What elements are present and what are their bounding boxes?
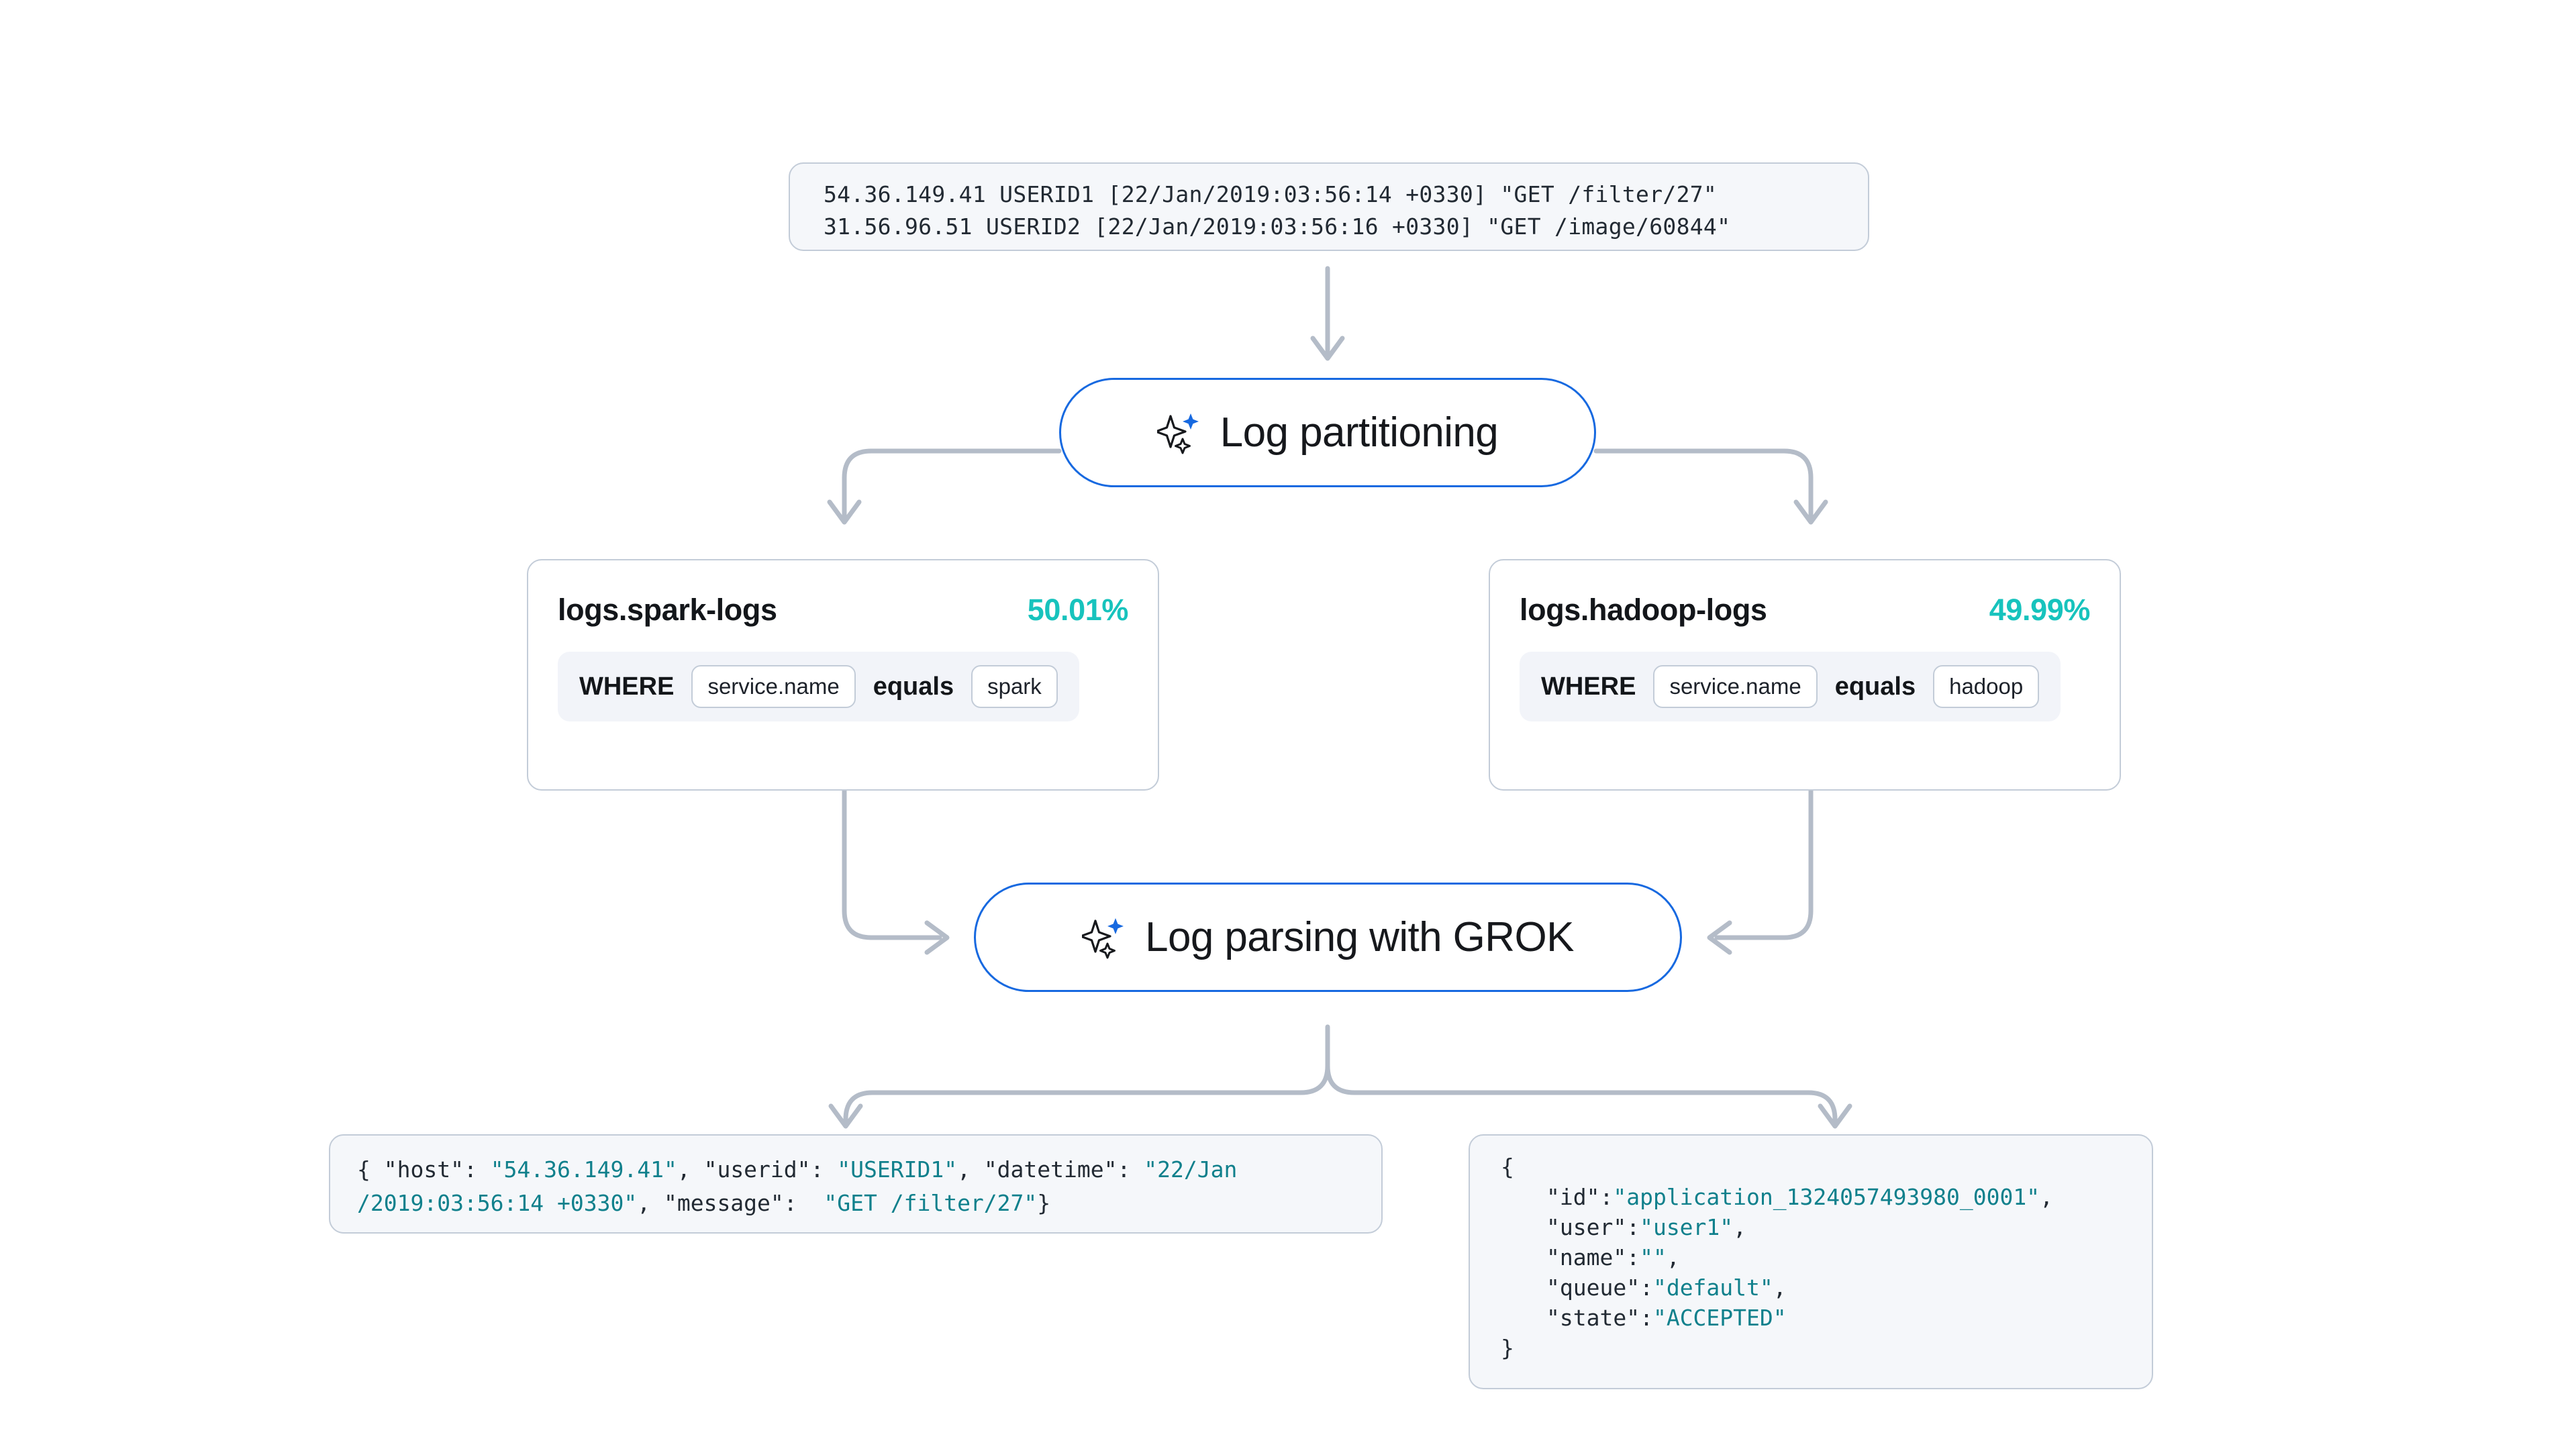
edge-rawlog-to-partitioning [1310, 266, 1345, 361]
json-brace: } [1037, 1190, 1051, 1216]
json-value: "USERID1" [837, 1156, 958, 1183]
where-keyword: WHERE [1541, 672, 1636, 701]
json-key: "user": [1546, 1214, 1640, 1240]
topic-card-hadoop-logs[interactable]: logs.hadoop-logs 49.99% WHERE service.na… [1489, 559, 2121, 791]
json-value: /2019:03:56:14 +0330" [357, 1190, 638, 1216]
json-value: "" [1640, 1244, 1667, 1270]
filter-field-chip[interactable]: service.name [691, 665, 856, 708]
sparkle-icon [1082, 914, 1126, 961]
node-label: Log parsing with GROK [1145, 914, 1574, 960]
json-brace-open: { [1501, 1154, 1514, 1180]
output-json-left: { "host": "54.36.149.41", "userid": "USE… [329, 1134, 1383, 1234]
json-key: "state": [1546, 1305, 1653, 1331]
json-comma: , [1733, 1214, 1747, 1240]
raw-log-line: 31.56.96.51 USERID2 [22/Jan/2019:03:56:1… [824, 213, 1731, 240]
filter-condition-bar: WHERE service.name equals spark [558, 652, 1079, 721]
card-title: logs.spark-logs [558, 593, 777, 627]
json-comma: , [1666, 1244, 1680, 1270]
operator-label: equals [1834, 672, 1916, 701]
card-header: logs.hadoop-logs 49.99% [1520, 593, 2090, 628]
json-value: "54.36.149.41" [490, 1156, 677, 1183]
json-line: "queue":"default", [1501, 1272, 2152, 1303]
edge-hadoop-to-grok [1707, 788, 1814, 955]
operator-label: equals [873, 672, 954, 701]
json-line: { "host": "54.36.149.41", "userid": "USE… [357, 1153, 1381, 1187]
json-key: "queue": [1546, 1275, 1653, 1301]
edge-partitioning-to-hadoop [1593, 448, 1828, 525]
node-log-parsing-grok[interactable]: Log parsing with GROK [974, 883, 1682, 992]
node-log-partitioning[interactable]: Log partitioning [1059, 378, 1596, 487]
card-percentage: 49.99% [1989, 593, 2091, 627]
raw-log-box: 54.36.149.41 USERID1 [22/Jan/2019:03:56:… [789, 162, 1869, 251]
json-line: /2019:03:56:14 +0330", "message": "GET /… [357, 1187, 1381, 1220]
json-value: "application_1324057493980_0001" [1613, 1184, 2040, 1210]
filter-condition-bar: WHERE service.name equals hadoop [1520, 652, 2061, 721]
edge-spark-to-grok [842, 788, 950, 955]
edge-grok-to-outputs [828, 1024, 1852, 1129]
json-value: "ACCEPTED" [1652, 1305, 1787, 1331]
sparkle-icon [1156, 409, 1201, 456]
json-key: , "datetime": [957, 1156, 1144, 1183]
topic-card-spark-logs[interactable]: logs.spark-logs 50.01% WHERE service.nam… [527, 559, 1159, 791]
json-key: { "host": [357, 1156, 491, 1183]
json-comma: , [2040, 1184, 2053, 1210]
output-json-right: { "id":"application_1324057493980_0001",… [1469, 1134, 2153, 1389]
json-line: "state":"ACCEPTED" [1501, 1303, 2152, 1333]
json-key: , "userid": [677, 1156, 838, 1183]
filter-value-chip[interactable]: spark [971, 665, 1058, 708]
where-keyword: WHERE [579, 672, 675, 701]
node-label: Log partitioning [1220, 409, 1499, 456]
raw-log-line: 54.36.149.41 USERID1 [22/Jan/2019:03:56:… [824, 181, 1718, 207]
filter-value-chip[interactable]: hadoop [1933, 665, 2040, 708]
json-value: "22/Jan [1144, 1156, 1238, 1183]
json-line: "name":"", [1501, 1242, 2152, 1272]
card-title: logs.hadoop-logs [1520, 593, 1767, 627]
card-percentage: 50.01% [1027, 593, 1129, 627]
json-value: "user1" [1640, 1214, 1734, 1240]
json-line: "id":"application_1324057493980_0001", [1501, 1182, 2152, 1212]
json-brace-close: } [1501, 1335, 1514, 1361]
json-value: "GET /filter/27" [824, 1190, 1038, 1216]
edge-partitioning-to-spark [827, 448, 1062, 525]
json-key: "id": [1546, 1184, 1614, 1210]
json-key: "name": [1546, 1244, 1640, 1270]
filter-field-chip[interactable]: service.name [1653, 665, 1818, 708]
json-line: "user":"user1", [1501, 1212, 2152, 1242]
json-value: "default" [1652, 1275, 1773, 1301]
card-header: logs.spark-logs 50.01% [558, 593, 1128, 628]
json-key: , "message": [637, 1190, 824, 1216]
json-comma: , [1773, 1275, 1787, 1301]
